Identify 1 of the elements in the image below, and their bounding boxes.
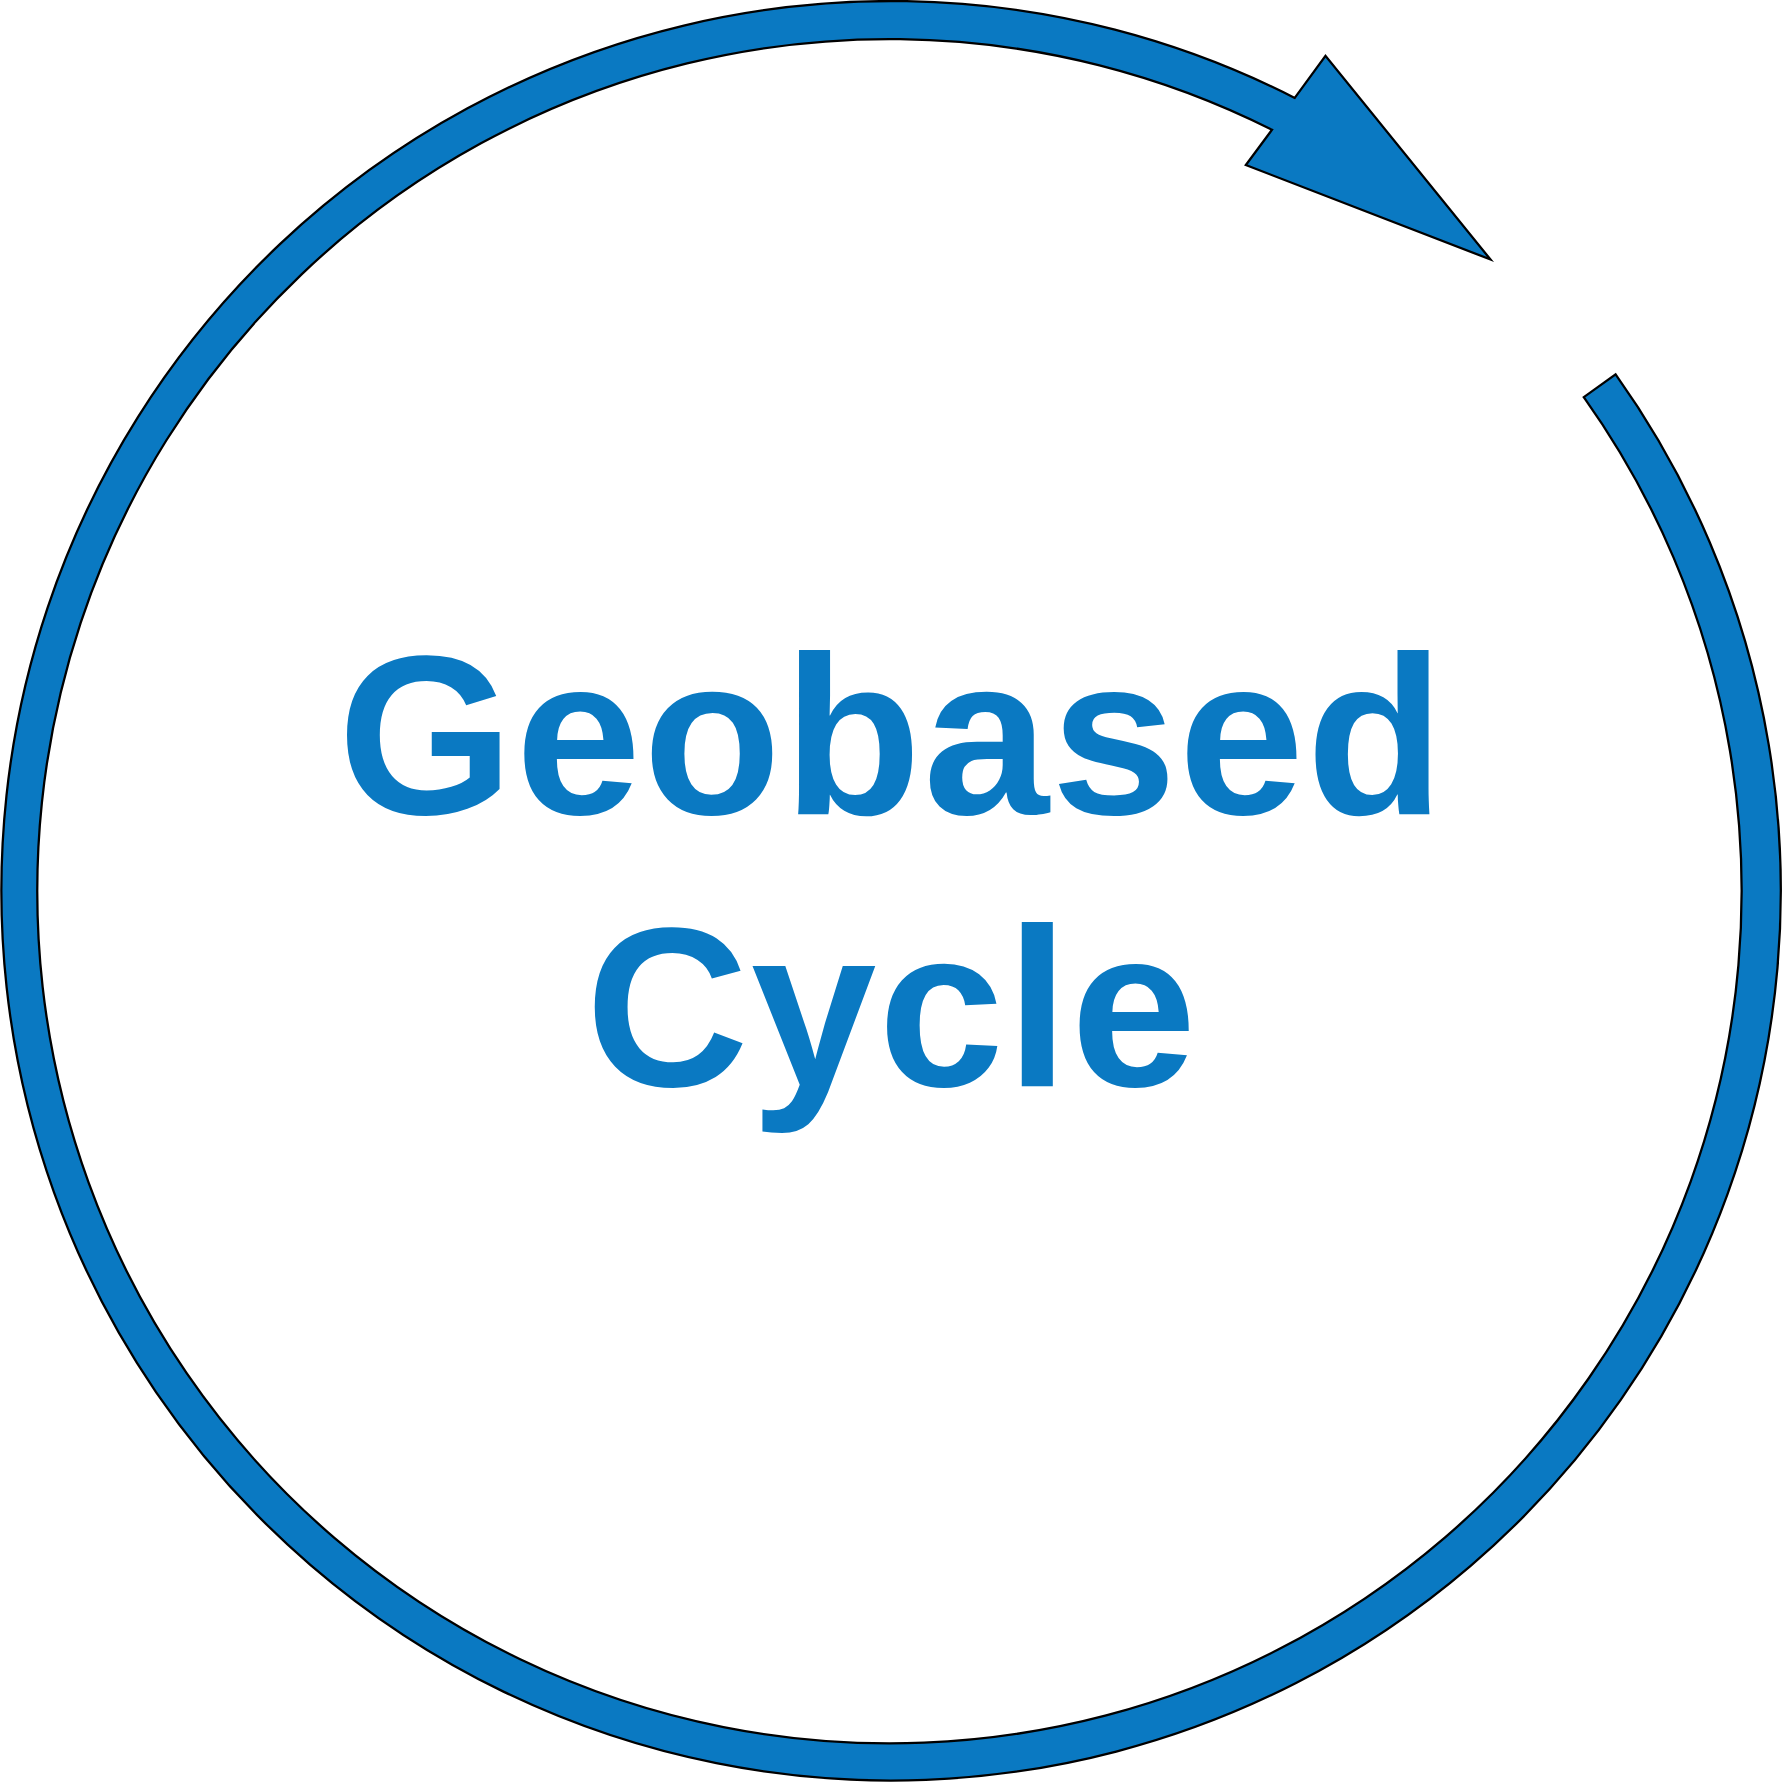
title: Geobased Cycle xyxy=(336,608,1448,1136)
